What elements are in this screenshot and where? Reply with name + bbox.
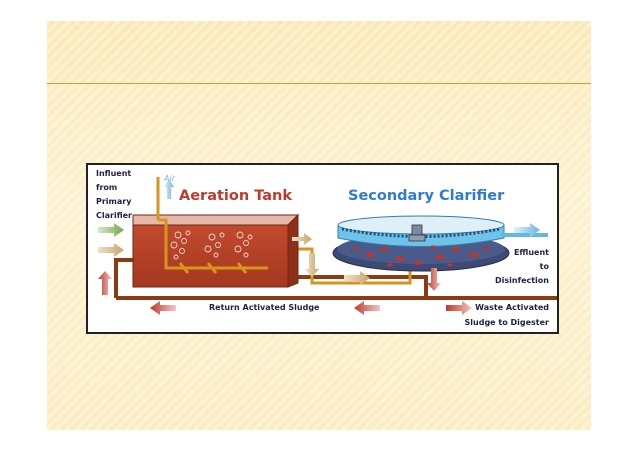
influent-label-line-2: from [96, 183, 118, 192]
flow-arrow-mid [344, 271, 370, 285]
return-sludge-label: Return Activated Sludge [209, 303, 320, 312]
air-pipe [156, 177, 268, 274]
effluent-label-line-1: Effluent [513, 248, 549, 257]
influent-arrow [98, 223, 124, 237]
aeration-tank-title: Aeration Tank [179, 188, 292, 204]
secondary-clarifier-title: Secondary Clarifier [348, 188, 505, 204]
effluent-arrow [514, 223, 540, 237]
effluent-label-line-3: Disinfection [495, 276, 549, 285]
clarifier-down-arrow [427, 268, 441, 291]
activated-sludge-diagram: Influent from Primary Clarifier Air Aera… [86, 163, 559, 334]
return-arrow-mid [354, 301, 380, 315]
effluent-label-line-2: to [539, 262, 549, 271]
air-label: Air [164, 174, 175, 183]
return-arrow-left [150, 301, 176, 315]
influent-label-line-4: Clarifier [96, 211, 132, 220]
influent-label-line-3: Primary [96, 197, 132, 206]
slide-divider-line [47, 83, 591, 84]
flow-arrows [98, 179, 540, 315]
air-bubbles [170, 230, 253, 260]
return-sludge-pipe [114, 258, 557, 300]
process-drawing [98, 177, 557, 315]
air-arrow [164, 179, 174, 199]
return-arrow-up [98, 271, 112, 295]
flow-arrow-down [305, 253, 319, 277]
influent-label-line-1: Influent [96, 169, 132, 178]
secondary-clarifier [332, 215, 510, 272]
waste-sludge-label-line-2: Sludge to Digester [464, 318, 549, 327]
waste-sludge-label-line-1: Waste Activated [475, 303, 549, 312]
aeration-tank [132, 213, 300, 288]
influent-arrow-2 [98, 243, 124, 257]
waste-arrow [446, 301, 472, 315]
flow-arrow-right [292, 233, 312, 245]
mixed-liquor-pipe [296, 247, 412, 285]
